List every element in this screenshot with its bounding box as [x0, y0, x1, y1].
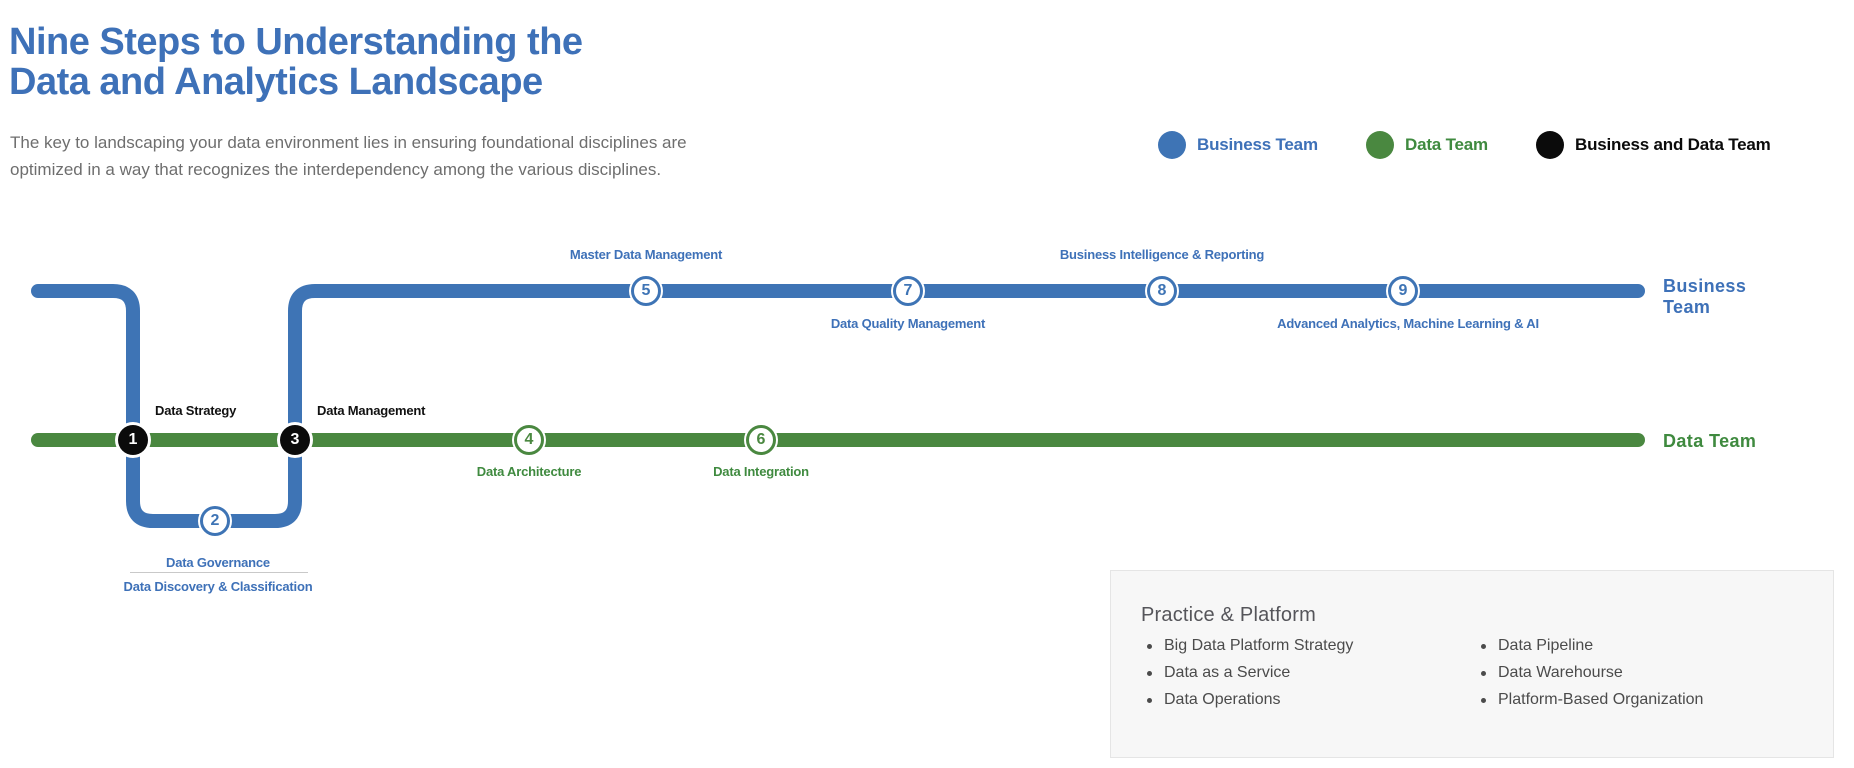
list-item: Big Data Platform Strategy: [1147, 637, 1353, 655]
station-7-node: 7: [893, 276, 923, 306]
station-5-label: Master Data Management: [569, 247, 723, 262]
station-5-node: 5: [631, 276, 661, 306]
list-item-label: Data Operations: [1164, 691, 1281, 708]
legend-label: Business Team: [1197, 135, 1318, 154]
page-title-line1: Nine Steps to Understanding the: [9, 21, 583, 63]
list-item-label: Data Warehourse: [1498, 664, 1623, 681]
bullet-icon: [1481, 670, 1486, 676]
practice-platform-panel: Practice & Platform Big Data Platform St…: [1110, 570, 1834, 758]
station-2-sublabel: Data Discovery & Classification: [123, 579, 313, 594]
list-item-label: Data Pipeline: [1498, 637, 1594, 654]
station-8-label: Business Intelligence & Reporting: [1059, 247, 1265, 262]
list-item: Data Operations: [1147, 691, 1353, 709]
station-1-node: 1: [118, 425, 148, 455]
station-6-node: 6: [746, 425, 776, 455]
station-4-label: Data Architecture: [476, 464, 582, 479]
bullet-icon: [1147, 643, 1152, 649]
list-item: Platform-Based Organization: [1481, 691, 1703, 709]
station-2-label: Data Governance: [166, 555, 270, 570]
page-subtitle: The key to landscaping your data environ…: [10, 129, 687, 183]
page-subtitle-line1: The key to landscaping your data environ…: [10, 133, 687, 152]
practice-column-1: Big Data Platform Strategy Data as a Ser…: [1147, 637, 1353, 709]
business-team-swatch-icon: [1158, 131, 1186, 159]
practice-column-2: Data Pipeline Data Warehourse Platform-B…: [1481, 637, 1703, 709]
list-item: Data Pipeline: [1481, 637, 1703, 655]
station-4-node: 4: [514, 425, 544, 455]
bullet-icon: [1147, 697, 1152, 703]
legend-label: Data Team: [1405, 135, 1488, 154]
data-team-swatch-icon: [1366, 131, 1394, 159]
legend-item-business-and-data-team: Business and Data Team: [1536, 131, 1771, 159]
bullet-icon: [1481, 697, 1486, 703]
legend-item-business-team: Business Team: [1158, 131, 1318, 159]
business-and-data-team-swatch-icon: [1536, 131, 1564, 159]
station-9-label: Advanced Analytics, Machine Learning & A…: [1277, 316, 1539, 331]
station-6-label: Data Integration: [713, 464, 809, 479]
business-team-line-label: Business Team: [1663, 276, 1747, 317]
station-3-label: Data Management: [317, 403, 426, 418]
station-7-label: Data Quality Management: [830, 316, 986, 331]
page-title: Nine Steps to Understanding the Data and…: [9, 22, 583, 102]
legend-label: Business and Data Team: [1575, 135, 1771, 154]
station-2-label-divider: [130, 572, 308, 573]
list-item-label: Big Data Platform Strategy: [1164, 637, 1354, 654]
list-item-label: Data as a Service: [1164, 664, 1291, 681]
practice-platform-title: Practice & Platform: [1141, 604, 1316, 626]
bullet-icon: [1147, 670, 1152, 676]
station-1-label: Data Strategy: [155, 403, 237, 418]
data-team-line-label: Data Team: [1663, 431, 1757, 451]
bullet-icon: [1481, 643, 1486, 649]
list-item-label: Platform-Based Organization: [1498, 691, 1704, 708]
page-title-line2: Data and Analytics Landscape: [9, 61, 543, 103]
station-2-node: 2: [200, 506, 230, 536]
station-3-node: 3: [280, 425, 310, 455]
station-9-node: 9: [1388, 276, 1418, 306]
list-item: Data as a Service: [1147, 664, 1353, 682]
list-item: Data Warehourse: [1481, 664, 1703, 682]
legend-item-data-team: Data Team: [1366, 131, 1488, 159]
station-8-node: 8: [1147, 276, 1177, 306]
page-subtitle-line2: optimized in a way that recognizes the i…: [10, 160, 662, 179]
